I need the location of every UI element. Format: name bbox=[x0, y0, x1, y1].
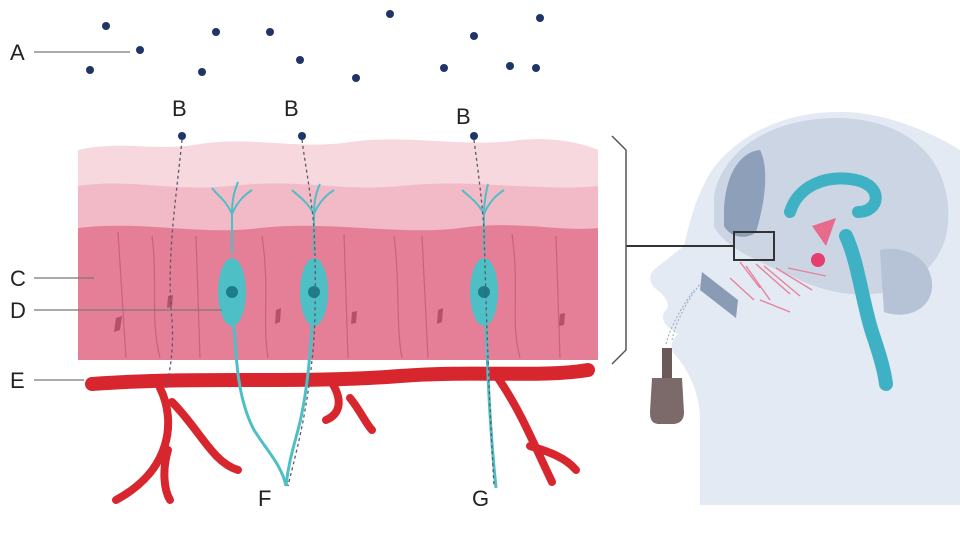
neuron-3-dendrites bbox=[461, 183, 505, 254]
pituitary-gland bbox=[811, 253, 825, 267]
nasal-cavity-nerve-network bbox=[729, 261, 827, 313]
label-b-3: B bbox=[456, 104, 471, 129]
neuron-3 bbox=[461, 183, 505, 489]
neuron-2-dendrites bbox=[291, 183, 335, 254]
blood-vessel-main bbox=[85, 363, 595, 391]
particle-b1 bbox=[178, 132, 186, 140]
neuron-2-nucleus bbox=[308, 286, 320, 298]
particle bbox=[266, 28, 274, 36]
particle bbox=[352, 74, 360, 82]
head-profile-illustration bbox=[611, 111, 960, 505]
label-a: A bbox=[10, 40, 25, 65]
label-f: F bbox=[258, 486, 271, 511]
particle bbox=[536, 14, 544, 22]
particle bbox=[532, 64, 540, 72]
particle bbox=[386, 10, 394, 18]
particle bbox=[198, 68, 206, 76]
olfactory-neurons bbox=[211, 181, 505, 489]
zoom-bracket bbox=[611, 135, 627, 365]
spray-mist bbox=[665, 283, 701, 345]
label-g: G bbox=[472, 486, 489, 511]
cerebellum bbox=[880, 248, 933, 315]
particle-b2 bbox=[298, 132, 306, 140]
tissue-section bbox=[78, 139, 598, 360]
label-b-2: B bbox=[284, 96, 299, 121]
label-b-1: B bbox=[172, 96, 187, 121]
neuron-2 bbox=[284, 183, 335, 487]
particle-pathways bbox=[165, 139, 495, 487]
neuron-3-nucleus bbox=[478, 286, 490, 298]
blood-vessel-branches bbox=[112, 374, 580, 504]
label-d: D bbox=[10, 298, 26, 323]
blood-vessel bbox=[85, 363, 595, 504]
pathway-b3 bbox=[473, 139, 495, 487]
brainstem bbox=[839, 229, 893, 391]
nasal-cartilage bbox=[700, 272, 738, 318]
neuron-1-axon bbox=[232, 323, 288, 487]
neuron-1-dendrites bbox=[211, 181, 253, 254]
particle bbox=[136, 46, 144, 54]
neuron-1 bbox=[211, 181, 288, 487]
label-e: E bbox=[10, 368, 25, 393]
neuron-1-nucleus bbox=[226, 286, 238, 298]
particle-field bbox=[86, 10, 544, 140]
frontal-lobe-dark bbox=[724, 150, 766, 237]
thalamus-region bbox=[812, 218, 836, 246]
particle bbox=[296, 56, 304, 64]
spray-nozzle bbox=[662, 348, 672, 378]
epithelial-cell-walls bbox=[117, 231, 561, 359]
particle bbox=[86, 66, 94, 74]
particle bbox=[506, 62, 514, 70]
nasal-spray-bottle-icon bbox=[650, 378, 684, 424]
particle bbox=[470, 32, 478, 40]
particle bbox=[212, 28, 220, 36]
pathway-b2 bbox=[287, 139, 316, 487]
particle-b3 bbox=[470, 132, 478, 140]
label-c: C bbox=[10, 266, 26, 291]
particle bbox=[440, 64, 448, 72]
corpus-callosum bbox=[784, 172, 882, 218]
neuron-2-axon bbox=[284, 323, 314, 487]
epithelium-layer bbox=[78, 225, 598, 360]
diagram-labels: A B B B C D E F G bbox=[10, 40, 489, 511]
particle bbox=[102, 22, 110, 30]
